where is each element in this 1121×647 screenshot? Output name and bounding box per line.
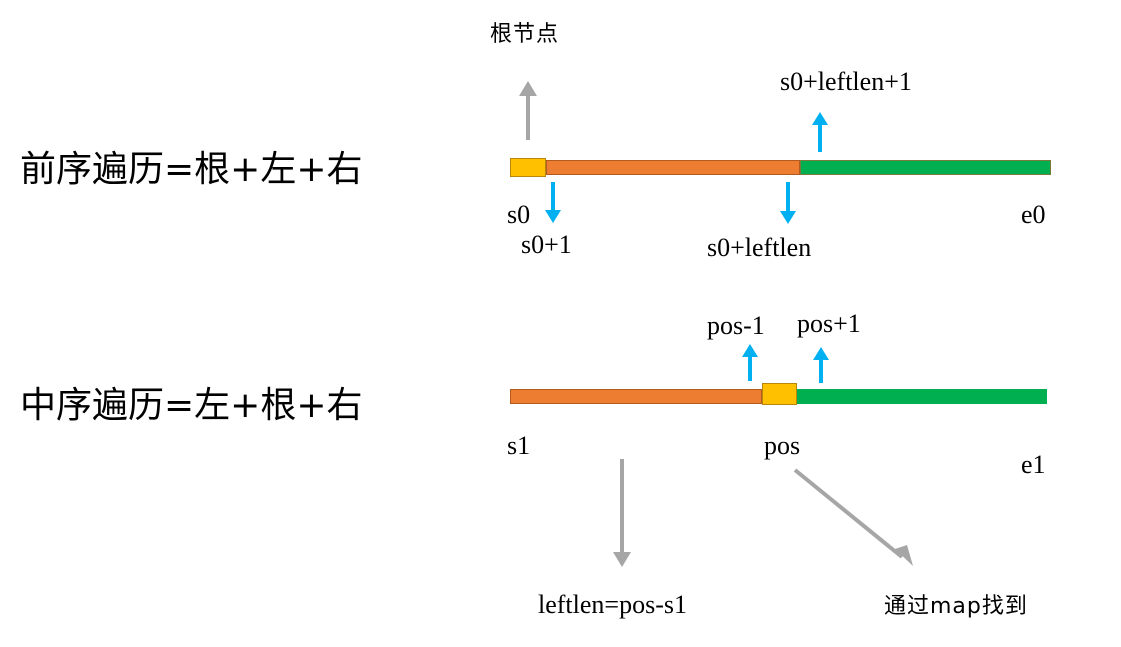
preorder-title: 前序遍历=根+左+右	[20, 149, 363, 190]
inorder-start-label: s1	[507, 431, 531, 460]
inorder-left-segment	[510, 389, 762, 404]
inorder-right-start-arrow	[813, 347, 829, 383]
inorder-left-end-label: pos-1	[707, 311, 765, 340]
inorder-left-end-arrow	[742, 344, 758, 381]
root-note-label: 根节点	[490, 22, 560, 47]
leftlen-arrow	[613, 459, 631, 567]
map-note-label: 通过map找到	[884, 594, 1028, 619]
inorder-right-segment	[797, 389, 1047, 404]
preorder-left-start-label: s0+1	[521, 230, 572, 259]
root-note-arrow	[519, 81, 537, 140]
preorder-left-segment	[546, 160, 800, 175]
inorder-root-segment	[762, 383, 797, 405]
preorder-right-start-label: s0+leftlen+1	[780, 67, 912, 96]
preorder-right-start-arrow	[812, 112, 828, 152]
preorder-left-end-arrow	[780, 182, 796, 224]
preorder-end-label: e0	[1021, 200, 1046, 229]
preorder-root-segment	[510, 158, 546, 177]
preorder-left-end-label: s0+leftlen	[707, 233, 812, 262]
leftlen-formula-label: leftlen=pos-s1	[538, 590, 687, 619]
inorder-root-label: pos	[764, 431, 801, 460]
inorder-title: 中序遍历=左+根+右	[20, 385, 363, 426]
preorder-right-segment	[800, 160, 1051, 175]
inorder-right-start-label: pos+1	[797, 309, 861, 338]
map-arrow	[793, 468, 913, 566]
inorder-end-label: e1	[1021, 450, 1046, 479]
preorder-left-start-arrow	[545, 182, 561, 223]
preorder-start-label: s0	[507, 200, 531, 229]
